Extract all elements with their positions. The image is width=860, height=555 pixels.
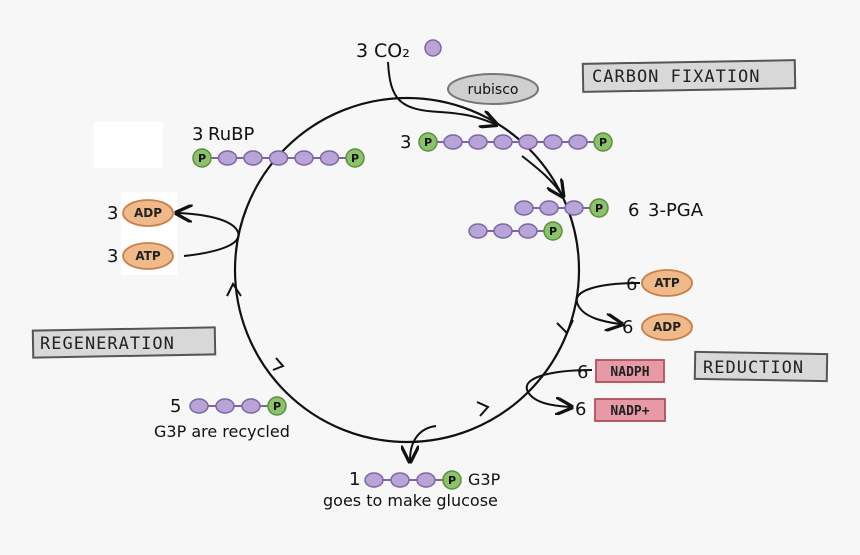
phosphate-letter: P	[424, 136, 432, 149]
carbon-atom	[217, 150, 238, 166]
cycle-direction-arrow-right	[556, 319, 574, 335]
phosphate-group	[589, 198, 609, 218]
svg-text:ADP: ADP	[653, 320, 681, 334]
nadph-to-nadp-arrow	[525, 369, 593, 407]
g3p-output: 1 P G3P goes to make glucose	[323, 469, 501, 510]
co2-input: 3 CO₂	[356, 39, 442, 62]
regeneration-adp: 3 ADP	[107, 199, 174, 227]
carbon-atom	[539, 200, 559, 216]
phosphate-letter: P	[595, 202, 603, 215]
svg-text:REDUCTION: REDUCTION	[703, 358, 804, 378]
svg-text:6: 6	[575, 399, 586, 420]
reduction-adp: 6 ADP	[622, 313, 693, 341]
carbon-atom	[564, 200, 584, 216]
svg-text:NADPH: NADPH	[610, 365, 649, 380]
phosphate-letter: P	[599, 136, 607, 149]
svg-text:ATP: ATP	[135, 249, 161, 263]
regeneration-label: REGENERATION	[31, 326, 217, 359]
carbon-atom	[364, 472, 384, 488]
svg-text:G3P: G3P	[468, 470, 501, 489]
three-pga: P P 6 3-PGA	[468, 198, 704, 241]
phosphate-group	[593, 132, 613, 152]
carbon-atom	[268, 150, 289, 166]
svg-text:6: 6	[622, 317, 633, 338]
rubp: 3 RuBP P P	[192, 124, 365, 168]
svg-text:CARBON FIXATION: CARBON FIXATION	[592, 67, 761, 87]
svg-text:ATP: ATP	[654, 276, 680, 290]
carbon-atom	[493, 134, 513, 150]
carbon-atom	[543, 134, 563, 150]
phosphate-letter: P	[448, 474, 456, 487]
svg-text:ADP: ADP	[134, 206, 162, 220]
svg-text:goes to make glucose: goes to make glucose	[323, 491, 498, 510]
svg-text:1: 1	[349, 469, 360, 490]
blank-panel	[94, 122, 163, 168]
svg-text:6: 6	[626, 274, 637, 295]
rubisco-enzyme: rubisco	[447, 73, 539, 105]
svg-text:3: 3	[192, 124, 203, 145]
regeneration-atp-arrow	[178, 213, 240, 257]
carbon-atom	[518, 134, 538, 150]
reduction-nadp: 6 NADP+	[575, 398, 666, 422]
phosphate-letter: P	[351, 152, 359, 165]
split-arrow	[521, 155, 562, 195]
regeneration-atp: 3 ATP	[107, 242, 174, 270]
carbon-atom	[390, 472, 410, 488]
carbon-atom	[443, 134, 463, 150]
carbon-fixation-label: CARBON FIXATION	[581, 59, 797, 93]
phosphate-group	[543, 221, 563, 241]
carbon-atom	[189, 398, 209, 414]
carbon-atom	[319, 150, 340, 166]
svg-text:5: 5	[170, 396, 181, 417]
svg-text:3: 3	[107, 203, 118, 224]
carbon-atom	[294, 150, 314, 166]
svg-text:3: 3	[400, 132, 411, 153]
cycle-direction-arrow-bottom-right	[476, 401, 490, 417]
g3p-output-arrow	[410, 425, 437, 460]
carbon-atom	[468, 134, 488, 150]
svg-text:3-PGA: 3-PGA	[648, 200, 704, 221]
carbon-atom	[518, 223, 538, 239]
phosphate-letter: P	[549, 225, 557, 238]
carbon-atom	[468, 223, 488, 239]
phosphate-group	[442, 470, 462, 490]
svg-text:6: 6	[628, 200, 639, 221]
cycle-direction-arrow-bottom-left	[272, 357, 285, 371]
svg-text:CO₂: CO₂	[374, 40, 410, 62]
g3p-recycled: 5 P G3P are recycled	[154, 396, 290, 441]
phosphate-group	[345, 148, 365, 168]
co2-entry-arrow	[387, 61, 495, 124]
carbon-atom	[416, 472, 436, 488]
carbon-atom	[493, 223, 513, 239]
svg-text:RuBP: RuBP	[208, 124, 254, 145]
phosphate-group	[267, 396, 287, 416]
carbon-atom	[514, 200, 534, 216]
six-carbon-intermediate: 3 P P	[400, 132, 613, 153]
reduction-nadph: 6 NADPH	[577, 359, 665, 383]
atp-to-adp-arrow	[575, 282, 641, 324]
carbon-atom	[568, 134, 588, 150]
phosphate-group	[192, 148, 212, 168]
phosphate-letter: P	[273, 400, 281, 413]
cycle-circle	[233, 96, 581, 444]
svg-text:G3P are recycled: G3P are recycled	[154, 422, 290, 441]
svg-text:3: 3	[356, 40, 368, 62]
carbon-atom	[241, 398, 261, 414]
reduction-label: REDUCTION	[693, 350, 829, 383]
carbon-atom	[243, 150, 263, 166]
svg-text:NADP+: NADP+	[610, 404, 649, 419]
svg-text:rubisco: rubisco	[468, 82, 519, 98]
svg-text:3: 3	[107, 246, 118, 267]
svg-text:REGENERATION: REGENERATION	[40, 334, 175, 354]
cycle-direction-arrow-left	[226, 282, 242, 297]
svg-text:6: 6	[577, 362, 588, 383]
reduction-atp: 6 ATP	[626, 269, 693, 297]
phosphate-letter: P	[198, 152, 206, 165]
phosphate-group	[418, 132, 438, 152]
carbon-atom	[215, 398, 235, 414]
